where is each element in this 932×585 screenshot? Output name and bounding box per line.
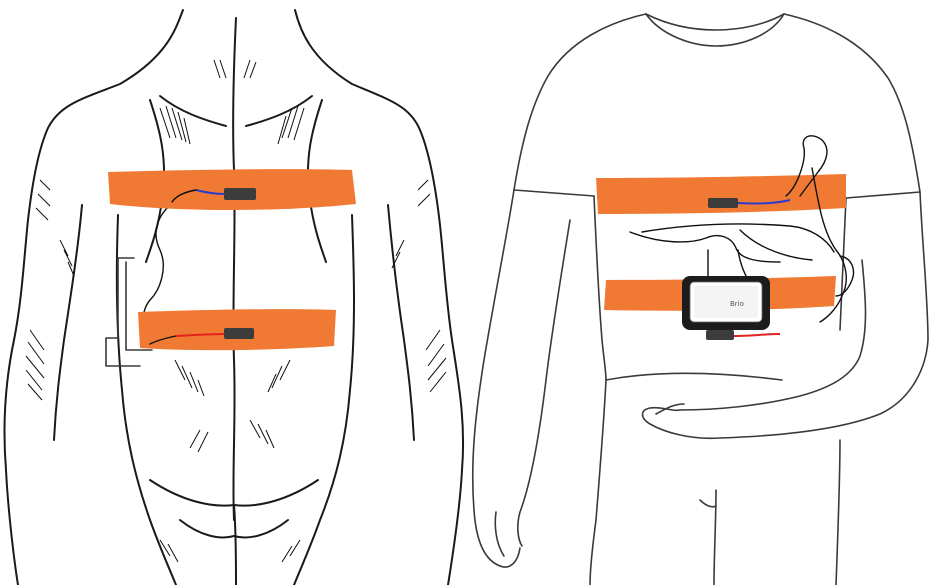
lower-sensor-back <box>224 328 254 339</box>
recorder-device: Brio <box>682 276 770 330</box>
lower-lead-front <box>734 334 780 336</box>
front-view-figure: Brio <box>473 14 928 585</box>
recorder-label: Brio <box>730 300 744 308</box>
back-view-figure <box>4 10 463 585</box>
upper-sensor-back <box>224 188 256 200</box>
upper-sensor-front <box>708 198 738 208</box>
lower-sensor-front <box>706 330 734 340</box>
